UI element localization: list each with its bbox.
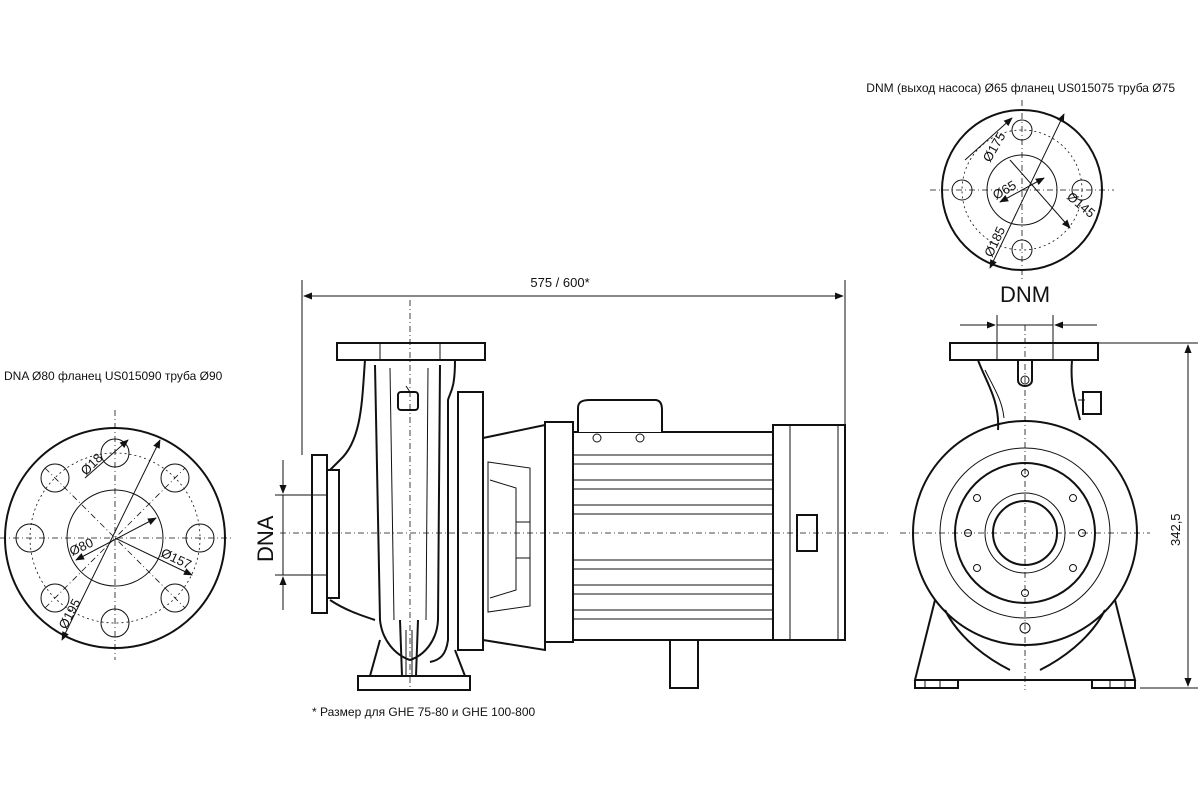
dna-dim-outer: Ø195 <box>55 596 83 631</box>
dnm-caption: DNM (выход насоса) Ø65 фланец US015075 т… <box>866 81 1175 95</box>
dna-dimension-label: DNA <box>253 515 278 562</box>
length-dimension: 575 / 600* <box>530 275 589 290</box>
dnm-dim-face: Ø185 <box>981 224 1008 259</box>
motor-cooling-fins <box>573 454 773 620</box>
dnm-flange-view: Ø175 Ø65 Ø145 Ø185 <box>930 100 1114 280</box>
pump-front-view: DNM <box>900 282 1198 690</box>
dna-bolt-hole <box>160 463 190 493</box>
height-dimension: 342,5 <box>1168 513 1183 546</box>
dnm-dim-outer: Ø175 <box>980 129 1009 164</box>
dnm-dimension-label: DNM <box>1000 282 1050 307</box>
footnote: * Размер для GHE 75-80 и GHE 100-800 <box>312 705 536 719</box>
dnm-dim-bore: Ø65 <box>990 177 1019 202</box>
dna-caption: DNA Ø80 фланец US015090 труба Ø90 <box>4 369 223 383</box>
dna-dim-pcd: Ø157 <box>159 545 194 572</box>
dna-flange-view: Ø18 Ø80 Ø157 Ø195 <box>0 410 232 660</box>
dnm-dim-pcd: Ø145 <box>1064 189 1098 221</box>
dna-bolt-hole <box>160 583 190 613</box>
pump-side-view: 575 / 600* <box>253 275 890 719</box>
